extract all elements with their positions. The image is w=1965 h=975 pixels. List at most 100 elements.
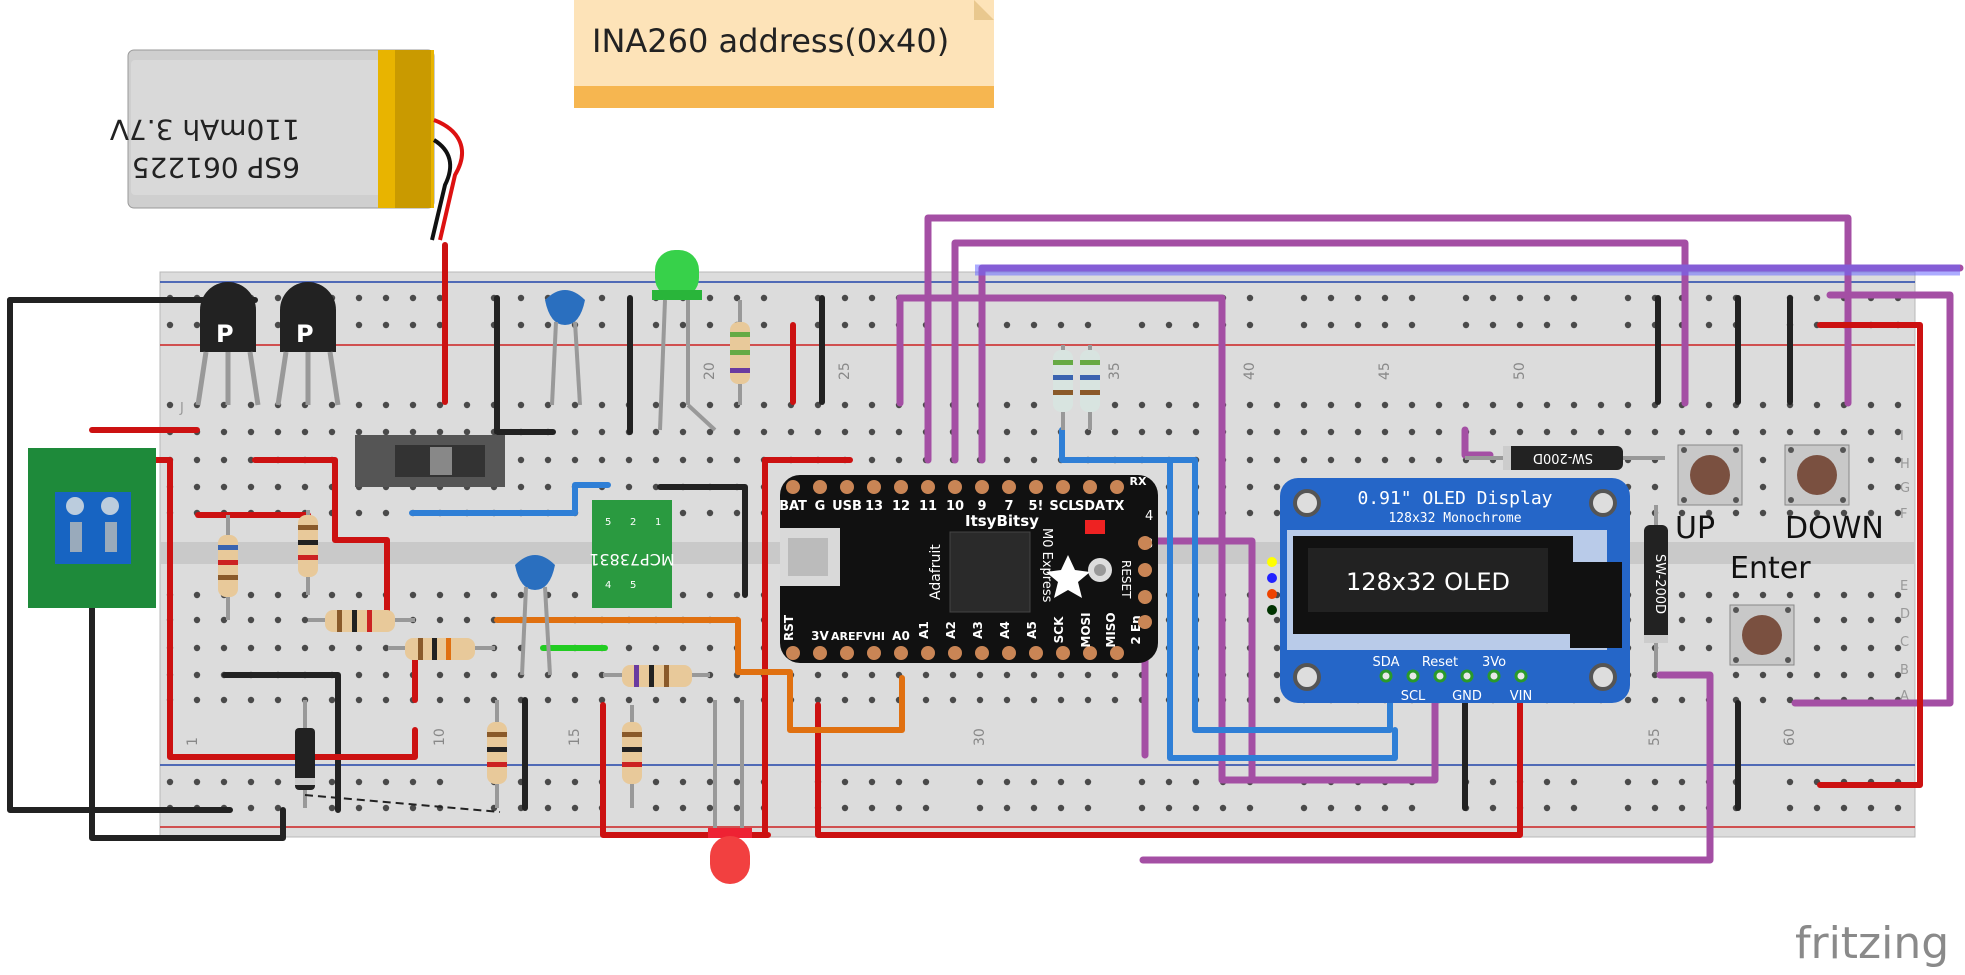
breadboard-hole [1705,509,1713,517]
breadboard-hole [652,804,660,812]
breadboard-hole [868,401,876,409]
breadboard-hole [355,321,363,329]
breadboard-hole [1273,401,1281,409]
sticky-note[interactable]: INA260 address(0x40) [574,0,994,108]
breadboard-hole [1408,456,1416,464]
breadboard-hole [1246,401,1254,409]
breadboard-hole [1246,428,1254,436]
capacitor-c1[interactable] [545,290,585,406]
battery-label-1: 6SP 061225 [132,151,300,184]
breadboard-hole [274,428,282,436]
header-pin [1083,646,1097,660]
breadboard-hole [166,321,174,329]
breadboard-hole [1894,401,1902,409]
breadboard-hole [841,778,849,786]
breadboard-hole [1543,778,1551,786]
breadboard-hole [1894,644,1902,652]
breadboard-hole [1759,509,1767,517]
breadboard-hole [463,401,471,409]
slide-switch[interactable] [355,435,505,487]
breadboard-hole [1030,321,1038,329]
enter-button-label: Enter [1730,551,1811,586]
capacitor-c2[interactable] [515,555,555,676]
green-led[interactable] [652,250,717,432]
breadboard-hole [355,778,363,786]
lipo-battery[interactable]: 6SP 061225 110mAh 3.7V [110,49,464,241]
itsybitsy-pin-label: 9 [977,499,986,514]
oled-pin-label: VIN [1510,689,1532,704]
breadboard-hole [1057,804,1065,812]
breadboard-hole [598,456,606,464]
itsybitsy-pin-label: 10 [946,499,964,514]
transistor-q2[interactable]: P [275,282,341,406]
itsybitsy-pin-label: 7 [1004,499,1013,514]
header-pin [921,646,935,660]
breadboard-hole [1597,401,1605,409]
breadboard-hole [571,671,579,679]
resistor-r5 [388,638,495,660]
breadboard-hole [544,401,552,409]
breadboard-hole [679,696,687,704]
breadboard-hole [463,671,471,679]
breadboard-hole [1732,509,1740,517]
resistors[interactable] [218,300,1100,808]
breadboard-hole [328,644,336,652]
charger-chip[interactable]: MCP73831 5 2 1 4 5 [589,500,675,608]
row-letter: G [1900,481,1910,496]
down-button[interactable] [1784,444,1850,506]
breadboard-hole [1786,778,1794,786]
breadboard-hole [1678,428,1686,436]
enter-button[interactable] [1729,604,1795,666]
header-pin [1002,646,1016,660]
chip-pin: 2 [630,517,636,528]
transistor-q1[interactable]: P [195,282,261,406]
breadboard-hole [1867,401,1875,409]
oled-display-module[interactable]: 0.91" OLED Display 128x32 Monochrome 128… [1267,478,1630,704]
breadboard-hole [1030,696,1038,704]
breadboard-hole [517,294,525,302]
header-pin [1110,480,1124,494]
tilt-sensor-1[interactable]: SW-200D [1465,446,1665,470]
breadboard-hole [1705,401,1713,409]
tilt-sensor-2[interactable]: SW-200D [1644,505,1668,672]
breadboard-hole [193,671,201,679]
blue-wires[interactable] [409,427,1398,761]
screw-terminal[interactable] [28,448,156,608]
orange-wires[interactable] [494,617,905,733]
breadboard-hole [760,321,768,329]
breadboard-hole [1678,509,1686,517]
breadboard-hole [1840,591,1848,599]
oled-screen-text: 128x32 OLED [1346,568,1510,596]
red-led[interactable] [708,700,752,884]
header-pin [867,480,881,494]
itsybitsy-pin-label: A2 [944,621,958,639]
breadboard-hole [868,671,876,679]
breadboard-hole [382,294,390,302]
fritzing-watermark: fritzing [1795,918,1949,969]
breadboard-hole [1624,428,1632,436]
breadboard-hole [1894,616,1902,624]
breadboard-hole [733,591,741,599]
breadboard-hole [868,696,876,704]
breadboard-hole [1813,509,1821,517]
breadboard-hole [1138,401,1146,409]
breadboard-hole [436,591,444,599]
breadboard-hole [1327,321,1335,329]
breadboard-hole [220,644,228,652]
tilt-sensor-label: SW-200D [1652,554,1667,614]
breadboard-hole [760,294,768,302]
breadboard-hole [1678,591,1686,599]
header-pin [975,480,989,494]
breadboard-hole [1057,321,1065,329]
breadboard-hole [1381,428,1389,436]
breadboard-hole [1867,509,1875,517]
itsybitsy-m0-board[interactable]: BAT G USB 13 12 11 10 9 7 5! SCL SDA TX … [779,475,1158,663]
header-pin [867,646,881,660]
breadboard-hole [706,778,714,786]
breadboard-hole [1759,456,1767,464]
up-button[interactable] [1677,444,1743,506]
diode-d1[interactable] [295,700,501,813]
breadboard-hole [841,428,849,436]
breadboard-hole [193,321,201,329]
breadboard-hole [220,696,228,704]
